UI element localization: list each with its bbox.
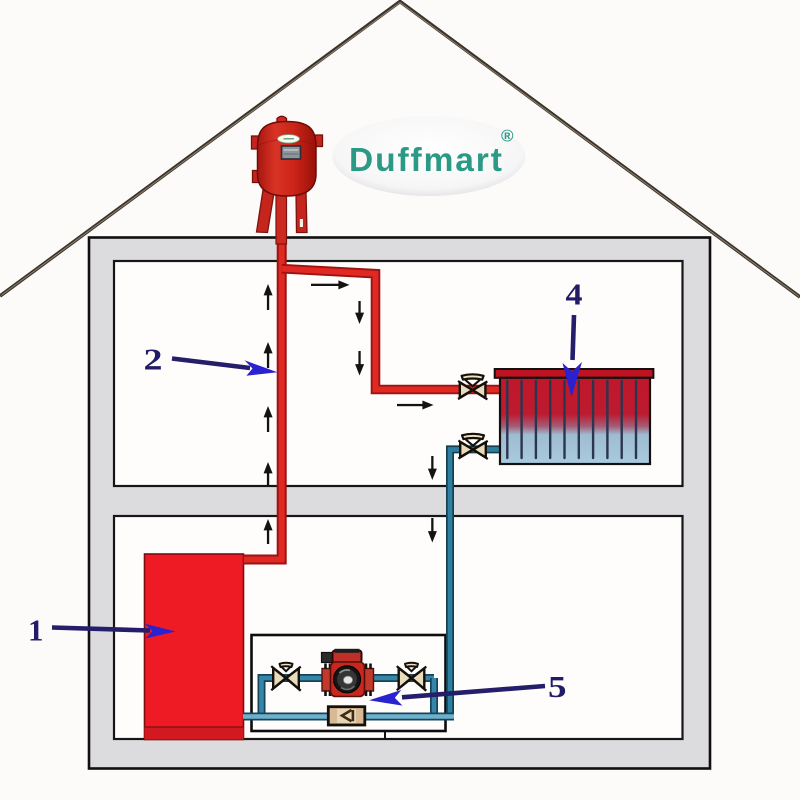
svg-text:4: 4 [566,277,583,312]
svg-text:®: ® [501,127,514,146]
svg-text:5: 5 [548,669,567,704]
svg-text:1: 1 [28,613,44,648]
svg-text:2: 2 [144,342,163,377]
svg-text:Duffmart: Duffmart [349,142,504,179]
